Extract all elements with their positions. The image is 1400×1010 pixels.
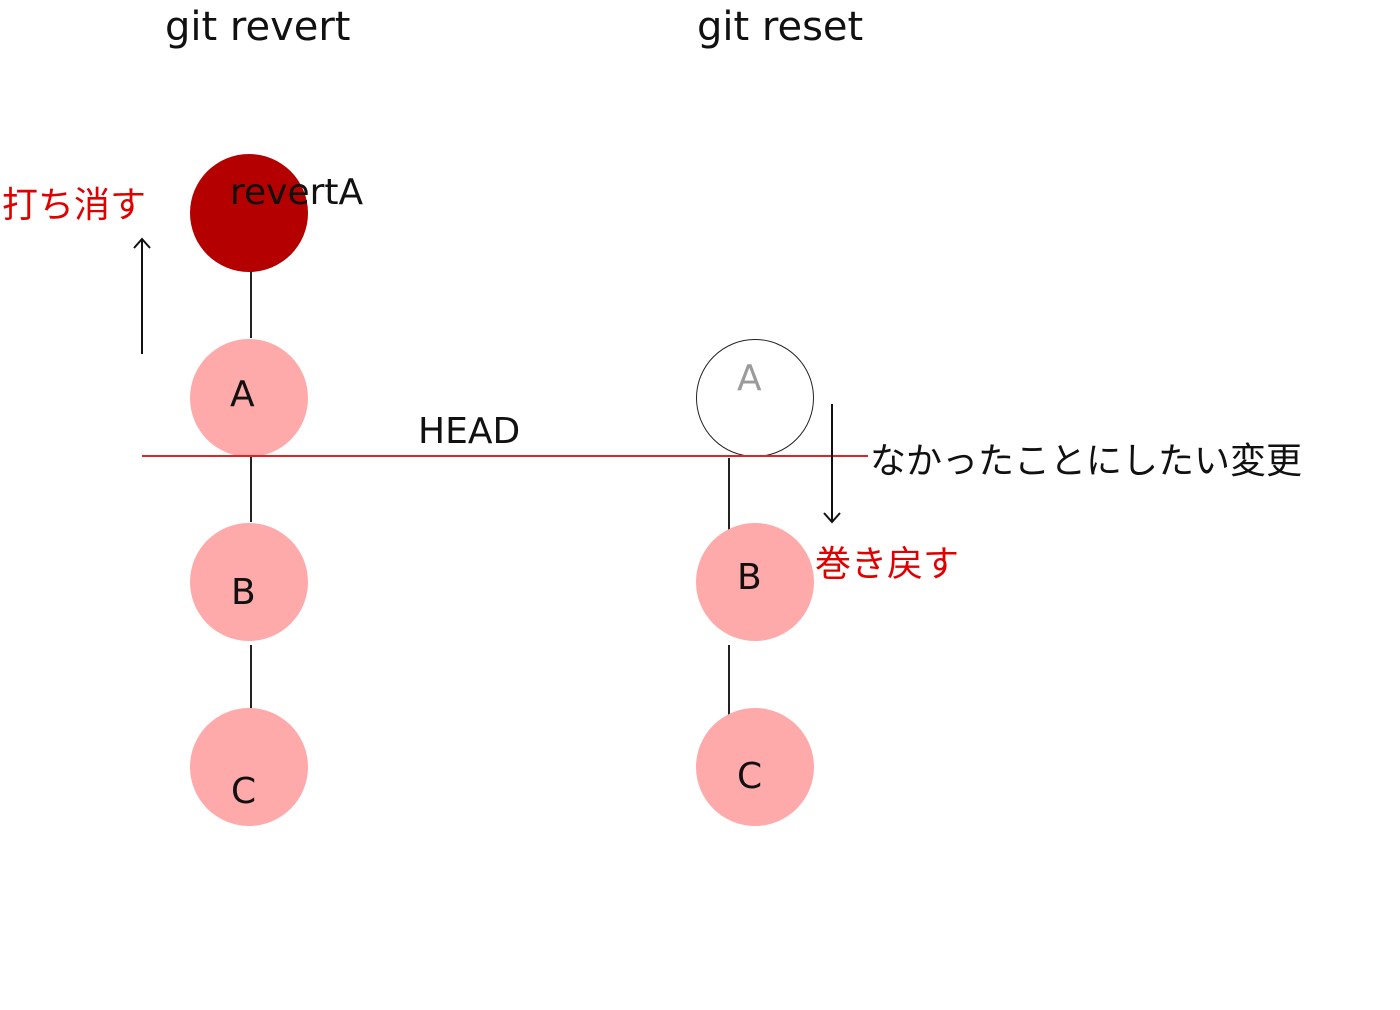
connector-revertA-a	[250, 272, 252, 338]
commit-node-revertA	[190, 154, 308, 272]
connector-b-c	[250, 645, 252, 708]
connector-reset-a-b	[728, 458, 730, 530]
up-arrow-icon	[133, 237, 151, 354]
undo-label: 打ち消す	[2, 185, 147, 226]
rewind-label: 巻き戻す	[815, 544, 960, 585]
connector-a-b	[250, 456, 252, 522]
commit-node-reset-b	[696, 523, 814, 641]
title-git-reset: git reset	[697, 4, 864, 50]
commit-label-reset-b: B	[737, 557, 762, 598]
commit-label-c: C	[231, 771, 257, 812]
commit-node-b	[190, 523, 308, 641]
down-arrow-icon	[823, 404, 841, 524]
commit-node-c	[190, 708, 308, 826]
commit-node-a	[190, 339, 308, 457]
change-label: なかったことにしたい変更	[870, 441, 1303, 482]
title-git-revert: git revert	[165, 4, 351, 50]
commit-node-reset-c	[696, 708, 814, 826]
commit-label-reset-c: C	[737, 756, 763, 797]
connector-reset-b-c	[728, 645, 730, 720]
commit-label-reset-a: A	[737, 358, 762, 399]
head-label: HEAD	[418, 411, 521, 452]
head-line	[142, 455, 868, 457]
commit-label-b: B	[231, 572, 256, 613]
commit-label-revertA: revertA	[230, 172, 364, 213]
commit-label-a: A	[230, 374, 255, 415]
commit-node-reset-a-removed	[696, 339, 814, 457]
